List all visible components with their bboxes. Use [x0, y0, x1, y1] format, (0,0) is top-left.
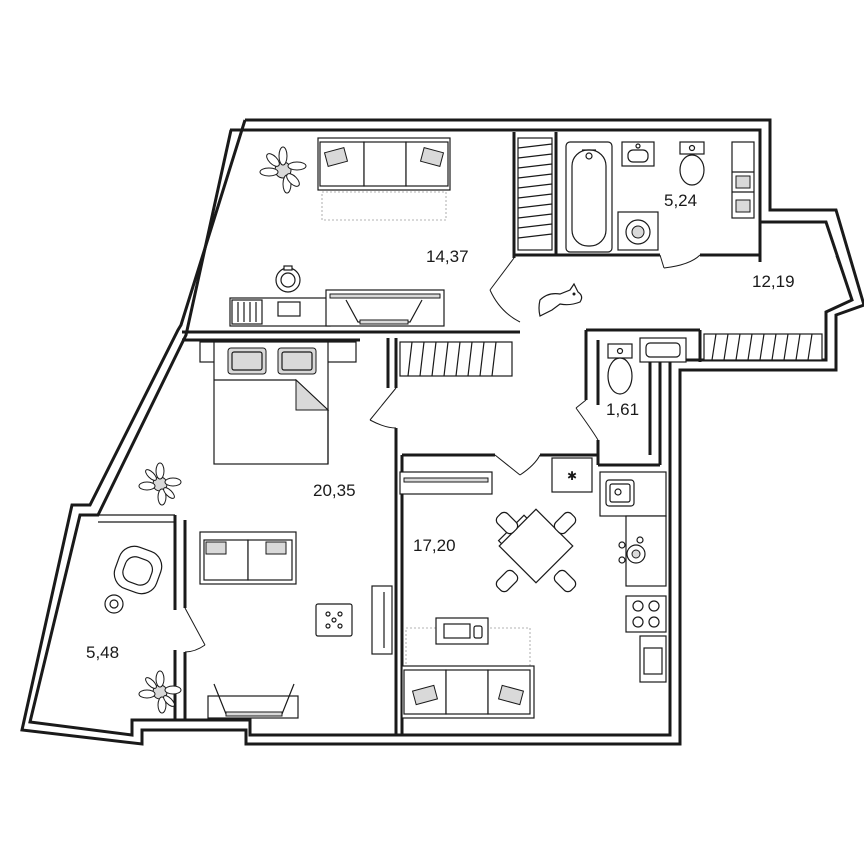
sink-icon — [639, 337, 687, 363]
desk-icon — [405, 617, 531, 669]
doors — [184, 254, 853, 653]
room-area-label: 12,19 — [752, 272, 795, 291]
svg-text:✱: ✱ — [567, 469, 577, 483]
sofa-icon — [317, 137, 451, 221]
door-icon — [575, 399, 599, 441]
sink-icon — [621, 141, 655, 167]
room-area-label: 1,61 — [606, 400, 639, 419]
stove-icon — [625, 595, 667, 633]
ottoman-icon — [315, 603, 353, 637]
outer-walls — [20, 118, 864, 746]
desk-icon — [325, 289, 445, 327]
armchair-icon — [113, 545, 163, 595]
oven-icon — [639, 635, 667, 683]
door-icon — [184, 607, 206, 653]
fridge-icon: ✱ — [551, 457, 593, 493]
bed-icon — [199, 341, 357, 465]
washing-machine-icon — [617, 211, 659, 251]
room-area-label: 17,20 — [413, 536, 456, 555]
toilet-icon — [607, 343, 633, 395]
tv-cabinet-icon — [371, 585, 393, 655]
wardrobe-icon — [517, 137, 553, 251]
plant-icon — [138, 670, 182, 714]
room-area-label: 20,35 — [313, 481, 356, 500]
sofa-icon — [199, 531, 297, 585]
door-icon — [489, 257, 521, 323]
door-icon — [494, 454, 541, 476]
toilet-icon — [679, 141, 705, 186]
bathtub-icon — [565, 141, 613, 253]
door-icon — [369, 387, 397, 429]
kitchen-counter — [599, 471, 667, 587]
wardrobe-icon — [703, 333, 823, 361]
door-icon — [835, 255, 853, 301]
dining-table-icon — [495, 508, 577, 593]
desk-icon — [229, 265, 331, 327]
sofa-icon — [401, 665, 535, 719]
inner-walls — [98, 132, 762, 735]
wardrobe-icon — [399, 341, 513, 377]
desk-icon — [207, 683, 299, 719]
room-area-label: 14,37 — [426, 247, 469, 266]
plant-icon — [259, 146, 307, 194]
shelf-icon — [731, 141, 755, 219]
cat-icon — [538, 282, 583, 317]
plant-icon — [138, 462, 182, 506]
side-table-icon — [104, 594, 124, 614]
room-area-label: 5,24 — [664, 191, 697, 210]
room-area-label: 5,48 — [86, 643, 119, 662]
kitchen-cabinet-icon — [399, 471, 493, 495]
door-icon — [659, 254, 701, 269]
